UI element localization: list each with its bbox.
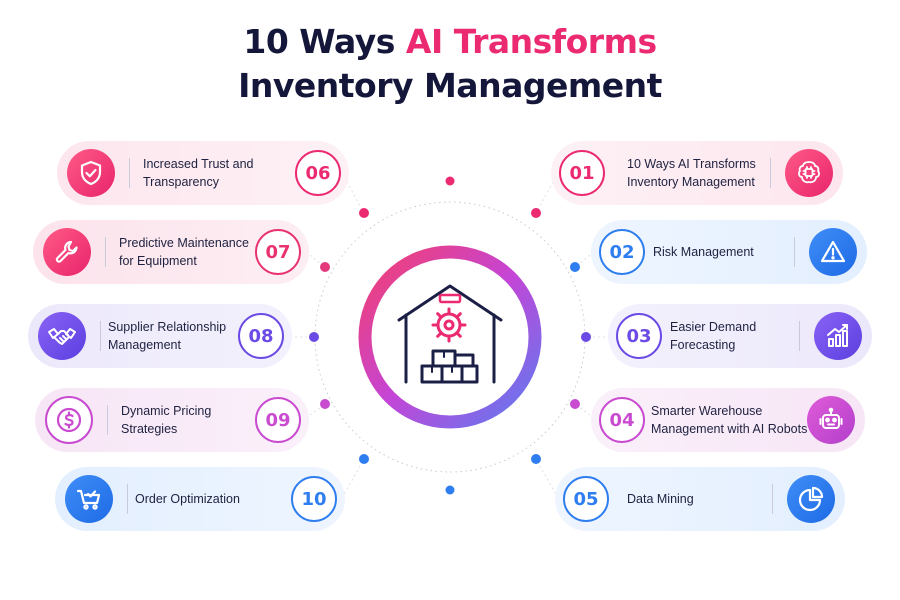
item-icon-circle (67, 149, 115, 197)
orbit-dot-top (445, 176, 455, 186)
orbit-dot-08 (309, 332, 319, 342)
brain-chip-icon (798, 161, 820, 184)
item-icon-circle (809, 228, 857, 276)
wrench-icon (55, 240, 78, 263)
item-number-badge: 07 (255, 229, 301, 275)
item-separator (770, 158, 771, 188)
shield-check-icon (80, 160, 102, 186)
item-card-10: Order Optimization 10 (55, 467, 345, 531)
center-ring (358, 245, 542, 429)
item-number-badge: 03 (616, 313, 662, 359)
item-icon-circle (785, 149, 833, 197)
orbit-dot-07 (320, 262, 330, 272)
item-label: Order Optimization (135, 492, 240, 506)
item-separator (772, 484, 773, 514)
orbit-dot-04 (570, 399, 580, 409)
orbit-circle (314, 201, 586, 473)
pie-chart-icon (798, 486, 824, 512)
title-part1: 10 Ways (243, 22, 406, 61)
item-number-badge: 01 (559, 150, 605, 196)
item-separator (107, 405, 108, 435)
item-separator (799, 321, 800, 351)
orbit-dot-02 (570, 262, 580, 272)
item-number-badge: 09 (255, 397, 301, 443)
warehouse-gear-boxes-icon (397, 284, 503, 384)
orbit-dot-06 (359, 208, 369, 218)
bar-chart-growth-icon (827, 324, 848, 347)
item-label: Data Mining (627, 492, 694, 506)
item-number-badge: 02 (599, 229, 645, 275)
item-card-02: 02 Risk Management (591, 220, 867, 284)
item-separator (794, 237, 795, 267)
item-number-badge: 10 (291, 476, 337, 522)
item-number-badge: 04 (599, 397, 645, 443)
item-separator (100, 321, 101, 351)
orbit-dot-03 (581, 332, 591, 342)
item-icon-circle (43, 228, 91, 276)
orbit-dot-09 (320, 399, 330, 409)
item-number-badge: 08 (238, 313, 284, 359)
item-card-05: 05 Data Mining (555, 467, 845, 531)
item-icon-circle (814, 312, 862, 360)
item-icon-circle (65, 475, 113, 523)
item-separator (127, 484, 128, 514)
orbit-dot-01 (531, 208, 541, 218)
connector-lines (290, 172, 610, 499)
cart-check-icon (76, 489, 101, 510)
title-line2: Inventory Management (238, 66, 662, 105)
title-highlight: AI Transforms (405, 22, 657, 61)
item-icon-circle (38, 312, 86, 360)
item-separator (129, 158, 130, 188)
item-number-badge: 05 (563, 476, 609, 522)
orbit-dots (309, 176, 591, 495)
robot-icon (819, 407, 843, 429)
warning-triangle-icon (820, 240, 846, 263)
orbit-dot-05 (531, 454, 541, 464)
item-separator (105, 237, 106, 267)
item-icon-circle (807, 396, 855, 444)
orbit-dot-bottom (445, 485, 455, 495)
orbit-dot-10 (359, 454, 369, 464)
handshake-icon (48, 328, 76, 345)
item-icon-circle (787, 475, 835, 523)
item-label: Risk Management (653, 245, 754, 259)
item-number-badge: 06 (295, 150, 341, 196)
item-icon-circle (45, 396, 93, 444)
page-title: 10 Ways AI Transforms Inventory Manageme… (0, 20, 900, 108)
dollar-coin-icon (56, 407, 82, 433)
